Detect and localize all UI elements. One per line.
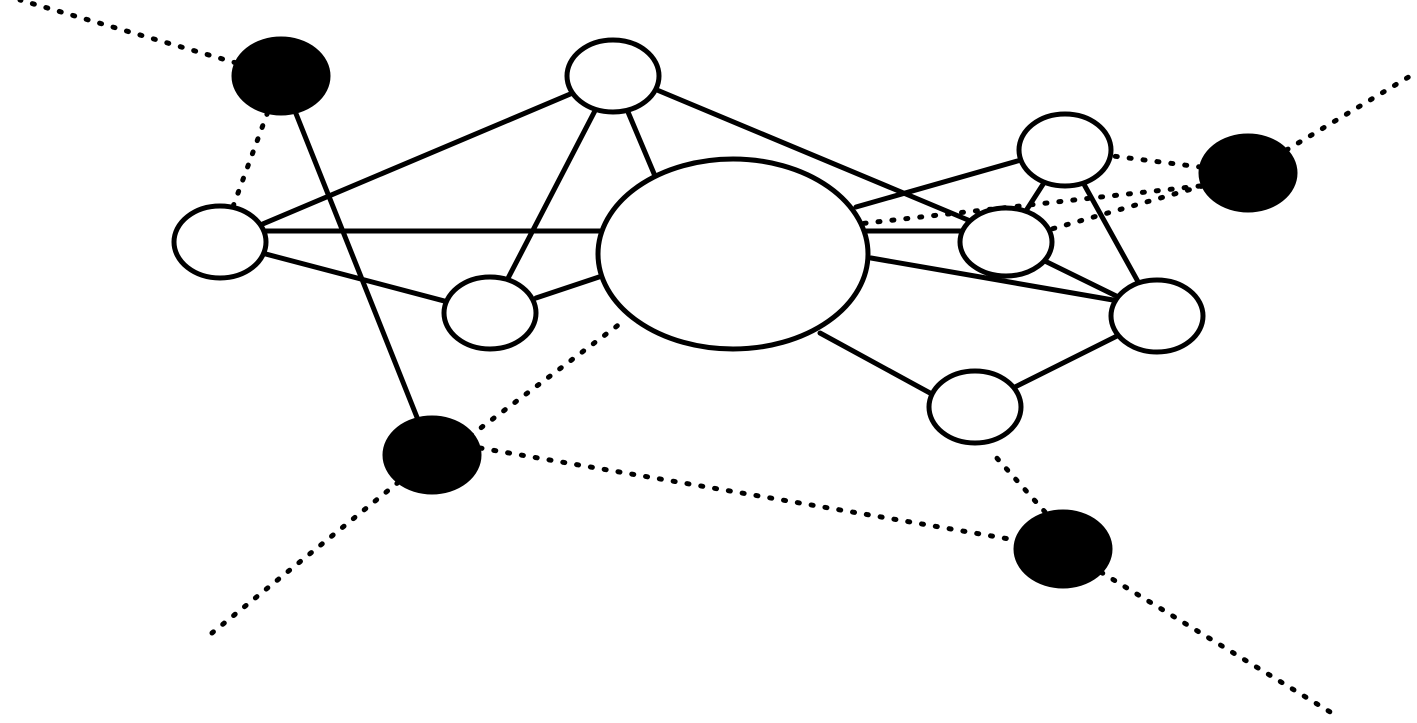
edge-dotted-b2-b4 — [477, 445, 1018, 543]
edge-dotted-b1-offscreen-left — [17, 0, 239, 66]
filled-node-b1 — [231, 36, 331, 116]
open-node-w6 — [957, 205, 1055, 279]
edge-solid-hub-w4 — [817, 330, 933, 396]
edge-dotted-b4-w8 — [992, 453, 1048, 515]
edge-solid-w1-w3 — [261, 250, 449, 305]
edges-layer — [17, 0, 1417, 721]
edge-dotted-b3-offscreen-right — [1283, 69, 1417, 153]
open-node-w2 — [564, 37, 662, 115]
edge-solid-hub-w7 — [868, 255, 1116, 303]
filled-node-b2 — [382, 415, 482, 495]
edge-dotted-b3-w6 — [1046, 183, 1206, 233]
edge-dotted-b3-w5 — [1107, 153, 1204, 170]
edge-solid-w2-w3 — [504, 106, 599, 283]
edge-dotted-b2-offscreen-bottom-left — [209, 479, 401, 636]
open-node-w3 — [441, 274, 539, 352]
edge-solid-w5-w7 — [1080, 180, 1142, 286]
open-node-w4 — [926, 368, 1024, 446]
open-node-w7 — [1108, 277, 1206, 355]
edge-solid-hub-w5 — [853, 157, 1024, 210]
filled-node-b3 — [1198, 133, 1298, 213]
edge-dotted-b2-hub — [467, 317, 628, 439]
edge-dotted-b3-hub — [855, 183, 1203, 227]
edge-solid-w6-w7 — [1041, 258, 1121, 300]
edge-solid-w2-w6 — [654, 87, 971, 223]
open-node-w1 — [171, 203, 269, 281]
edge-solid-w2-hub — [625, 109, 658, 179]
edge-solid-w2-w1 — [257, 90, 576, 228]
edge-solid-w7-w8 — [1011, 332, 1121, 391]
edge-solid-b1-b2 — [292, 109, 421, 422]
edge-dotted-b1-w1 — [230, 109, 271, 210]
nodes-layer — [171, 36, 1298, 589]
filled-node-b4 — [1013, 509, 1113, 589]
open-node-w5 — [1016, 111, 1114, 189]
hub-node-hub — [595, 156, 871, 352]
edge-dotted-b4-offscreen-bottom-right — [1098, 569, 1343, 721]
edge-solid-w3-hub — [533, 273, 605, 301]
edge-solid-w5-w6 — [1023, 179, 1047, 214]
